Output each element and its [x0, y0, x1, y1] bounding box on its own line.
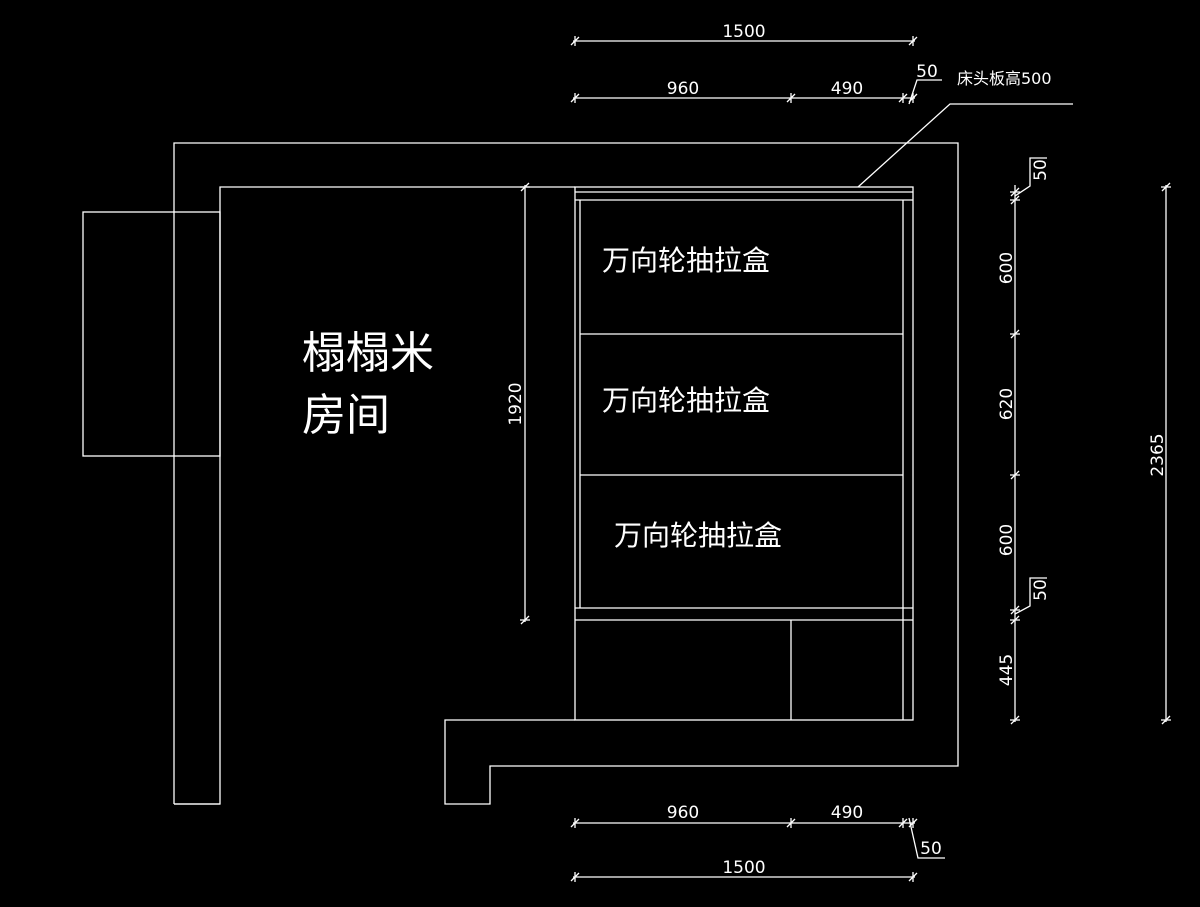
dim-top-left: 960	[667, 79, 699, 99]
platform-outline	[574, 186, 914, 721]
dim-bottom-total: 1500	[722, 858, 765, 878]
headboard-note: 床头板高500	[957, 69, 1052, 88]
walls	[173, 142, 959, 805]
dim-right-seg1: 600	[997, 252, 1017, 284]
dim-bottom-end: 50	[920, 839, 942, 859]
room-label-line1: 榻榻米	[302, 328, 434, 379]
dim-right-gap: 50	[1031, 579, 1051, 601]
headboard-leader	[857, 103, 1073, 188]
drawer-label-3: 万向轮抽拉盒	[614, 519, 782, 552]
dim-top-total: 1500	[722, 22, 765, 42]
right-total-dimension: 2365	[1148, 182, 1171, 725]
dim-ticks-right-total	[1161, 182, 1171, 725]
dim-top-end: 50	[916, 62, 938, 82]
dim-top-right: 490	[831, 79, 863, 99]
window-opening	[82, 211, 221, 457]
right-chain-dimensions: 50 600 620 600 50 445	[997, 157, 1051, 725]
dim-right-seg2: 620	[997, 388, 1017, 420]
dim-right-total: 2365	[1148, 433, 1168, 476]
bottom-dimensions: 960 490 50 1500	[570, 803, 945, 882]
dim-right-head: 50	[1031, 159, 1051, 181]
inner-wall-left	[174, 186, 575, 805]
dim-right-head-leader	[1014, 157, 1047, 197]
dim-ticks-bed-length	[520, 182, 530, 625]
outer-wall	[173, 142, 959, 805]
dim-right-gap-leader	[1014, 577, 1047, 615]
dim-ticks-bottom-total	[570, 872, 918, 882]
drawer-label-1: 万向轮抽拉盒	[602, 244, 770, 277]
bed-length-dimension: 1920	[506, 182, 530, 625]
tatami-platform	[574, 186, 914, 721]
dim-right-seg3: 600	[997, 524, 1017, 556]
dim-bottom-end-leader	[908, 817, 945, 859]
dim-bottom-right: 490	[831, 803, 863, 823]
dim-ticks-right-chain	[1010, 187, 1020, 725]
dim-right-foot: 445	[997, 654, 1017, 686]
dim-bottom-left: 960	[667, 803, 699, 823]
top-dimensions: 1500 960 490 50	[570, 22, 942, 105]
dim-ticks-top-total	[570, 36, 918, 46]
dim-ticks-bottom-split	[570, 818, 918, 828]
dim-top-end-leader	[908, 79, 942, 105]
drawer-label-2: 万向轮抽拉盒	[602, 384, 770, 417]
dim-bed-length: 1920	[506, 382, 526, 425]
dim-ticks-top-split	[570, 93, 918, 103]
room-label-line2: 房间	[302, 390, 390, 441]
